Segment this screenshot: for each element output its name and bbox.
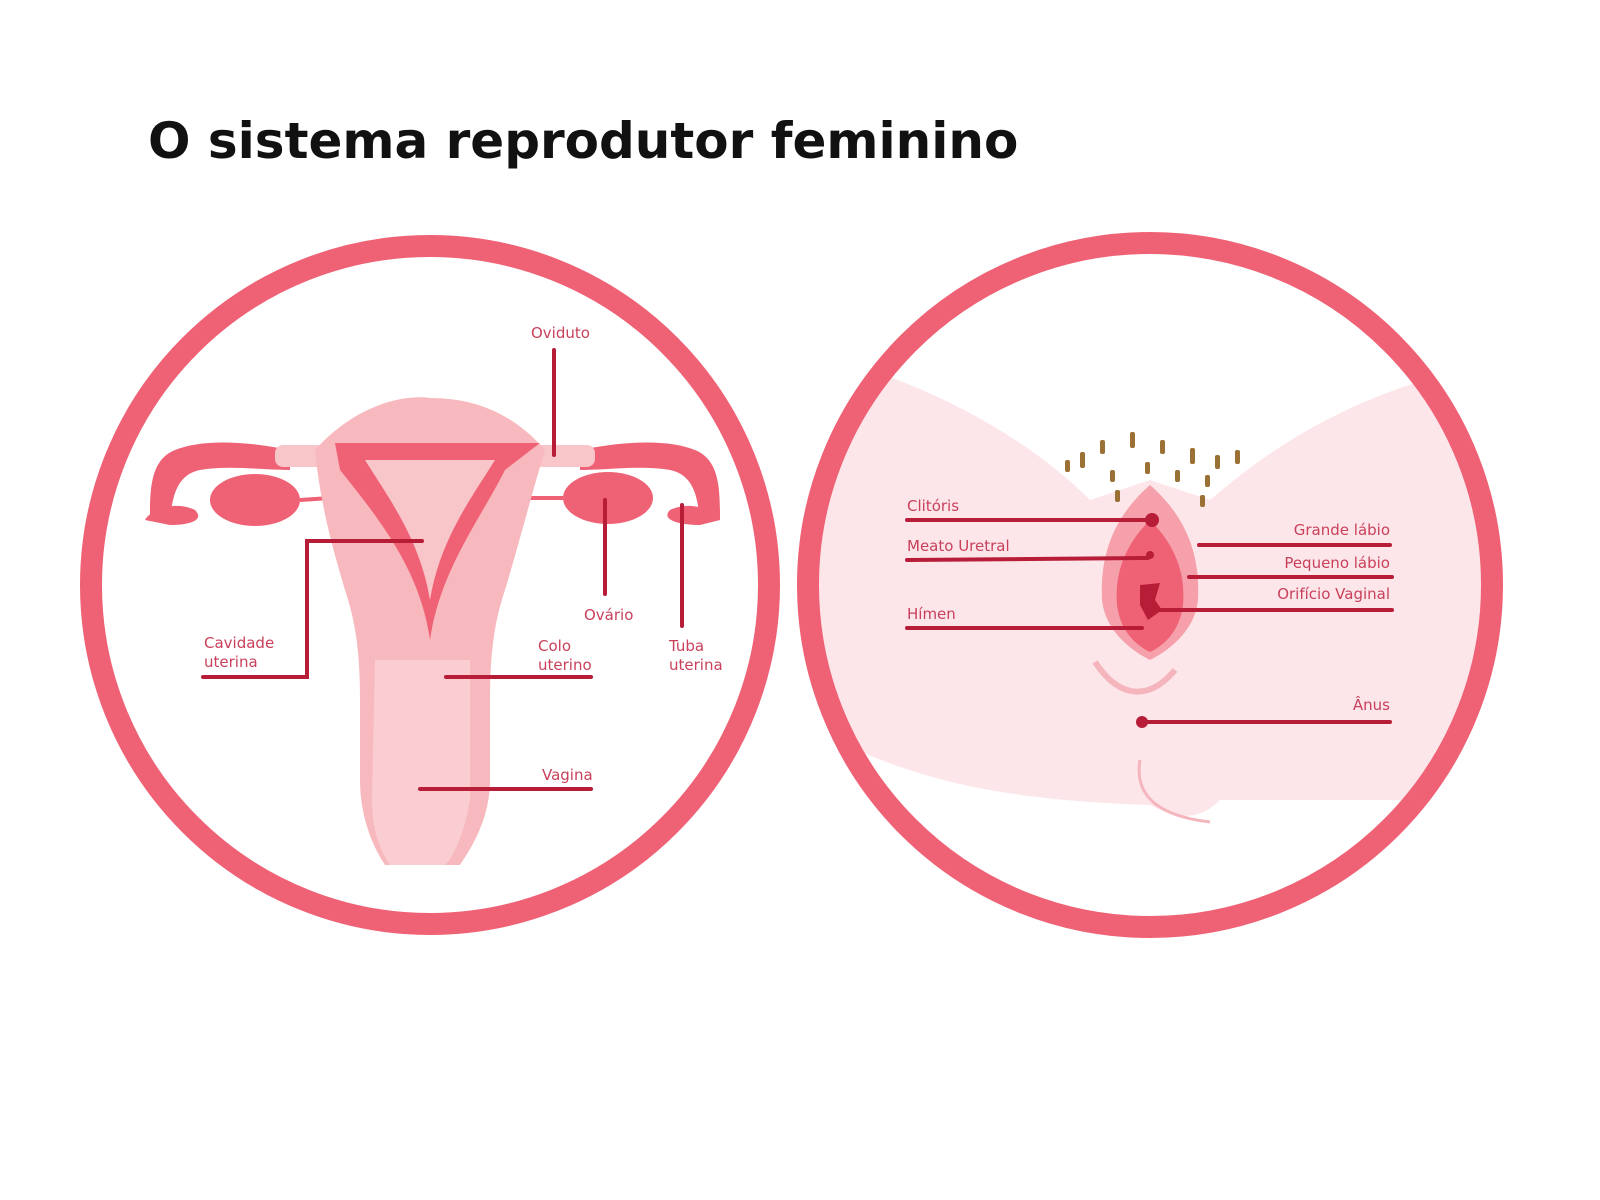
label-vagina: Vagina (542, 766, 593, 784)
vulva-illustration (808, 350, 1492, 824)
left-ovary (210, 474, 300, 526)
left-tube (150, 442, 290, 522)
internal-leader-lines (201, 348, 684, 791)
label-tuba-uterina-2: uterina (669, 656, 723, 674)
label-oviduto: Oviduto (531, 324, 590, 342)
external-leader-lines (905, 513, 1394, 724)
page-title: O sistema reprodutor feminino (148, 112, 1019, 170)
label-colo-uterino-2: uterino (538, 656, 592, 674)
label-colo-uterino-1: Colo (538, 637, 571, 655)
label-cavidade-uterina-1: Cavidade (204, 634, 274, 652)
right-tube (580, 442, 720, 522)
label-meato-uretral: Meato Uretral (907, 537, 1010, 555)
label-tuba-uterina-1: Tuba (668, 637, 704, 655)
label-pequeno-labio: Pequeno lábio (1284, 554, 1390, 572)
label-anus: Ânus (1353, 695, 1390, 714)
label-ovario: Ovário (584, 606, 633, 624)
label-clitoris: Clitóris (907, 497, 959, 515)
label-grande-labio: Grande lábio (1294, 521, 1390, 539)
right-frame-ring (797, 232, 1503, 938)
right-ovary (563, 472, 653, 524)
label-himen: Hímen (907, 605, 956, 623)
uterus-illustration (145, 397, 720, 865)
label-cavidade-uterina-2: uterina (204, 653, 258, 671)
label-orificio-vaginal: Orifício Vaginal (1277, 585, 1390, 603)
external-anatomy-panel: Clitóris Meato Uretral Hímen Grande lábi… (797, 232, 1503, 938)
internal-anatomy-panel: Oviduto Ovário Cavidade uterina Colo ute… (80, 235, 780, 935)
